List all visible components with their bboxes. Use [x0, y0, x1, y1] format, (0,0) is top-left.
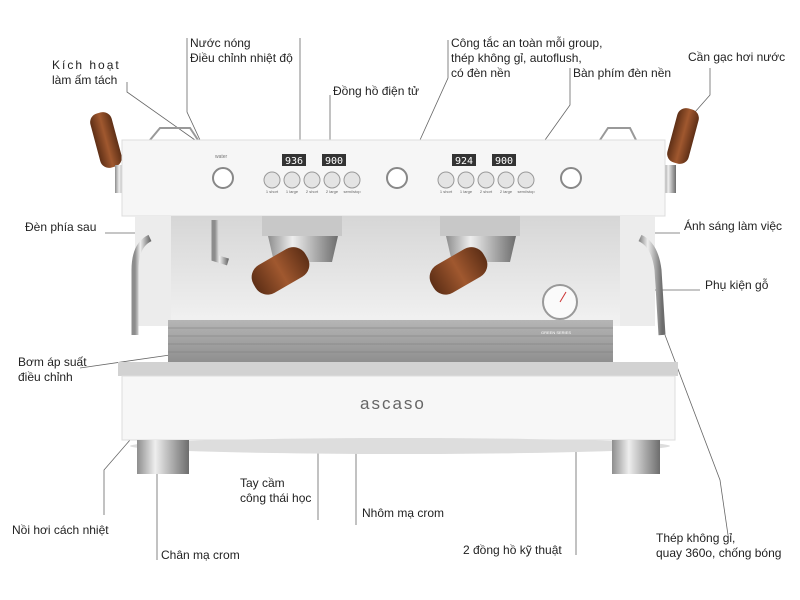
leader-safety-switch [419, 40, 449, 141]
digital-display [452, 154, 476, 166]
keypad-button[interactable] [497, 171, 515, 189]
keypad-button[interactable] [437, 171, 455, 189]
steam-lever-right [664, 108, 699, 193]
leader-hot-water [186, 38, 201, 141]
label-gauges: 2 đồng hồ kỹ thuật [463, 543, 562, 557]
keypad-button[interactable] [283, 171, 301, 189]
display-value: 924 [455, 156, 473, 167]
keypad-button-label: 2 short [305, 189, 319, 194]
right-knob [560, 167, 582, 189]
drip-tray-grille [168, 327, 613, 353]
steam-wand-right [638, 234, 666, 336]
water-label: water [215, 154, 228, 160]
label-chrome-aluminium: Nhôm mạ crom [362, 506, 445, 520]
digital-display [322, 154, 346, 166]
keypad-button-label: semi/stop [517, 189, 535, 194]
keypad-button-label: 1 short [265, 189, 279, 194]
keypad-button[interactable] [457, 171, 475, 189]
hot-water-spout [211, 220, 230, 266]
group-head-left [251, 216, 342, 295]
label-steam-lever: Cần gạc hơi nước [688, 50, 786, 64]
hot-water-knob [212, 167, 234, 189]
chrome-foot-right [612, 440, 660, 474]
steam-lever-left [90, 112, 127, 193]
badge-text: GREEN SERIES [541, 330, 572, 335]
keypad-button-label: semi/stop [343, 189, 361, 194]
display-value: 900 [495, 156, 513, 167]
display-value: 900 [325, 156, 343, 167]
cup-rail [149, 127, 637, 141]
leader-cup-warmer [126, 82, 196, 141]
keypad-button[interactable] [263, 171, 281, 189]
keypad-button[interactable] [343, 171, 361, 189]
label-wood-accessories: Phụ kiện gỗ [705, 278, 769, 292]
keypad-button[interactable] [303, 171, 321, 189]
keypad-button[interactable] [517, 171, 535, 189]
label-backlit-keypad: Bàn phím đèn nền [573, 66, 672, 80]
display-value: 936 [285, 156, 303, 167]
center-knob [386, 167, 408, 189]
displays: 936 900 924 900 [282, 154, 516, 167]
brand-logo: ascaso [360, 394, 426, 413]
leader-steam-wand [664, 334, 729, 536]
group-head-right [429, 216, 520, 295]
keypad-button-label: 1 large [285, 189, 299, 194]
front-panel [121, 375, 676, 441]
label-work-light: Ánh sáng làm việc [684, 219, 783, 233]
label-back-light: Đèn phía sau [25, 220, 97, 234]
keypad-buttons [263, 171, 535, 189]
chrome-foot-left [137, 440, 189, 474]
digital-display [282, 154, 306, 166]
label-chrome-feet: Chân mạ crom [161, 548, 240, 562]
tray-edge [118, 362, 678, 376]
steam-wand-left [131, 234, 152, 335]
keypad-button-label: 1 short [439, 189, 453, 194]
keypad-button-label: 2 large [325, 189, 339, 194]
keypad-button-label: 1 large [459, 189, 473, 194]
label-steam-wand: Thép không gỉ,quay 360o, chống bóng [656, 531, 782, 560]
drip-tray [168, 320, 613, 362]
leader-pump [79, 354, 171, 369]
digital-display [492, 154, 516, 166]
keypad-button[interactable] [477, 171, 495, 189]
leader-lines [79, 38, 729, 560]
label-digital-clock: Đồng hồ điện tử [333, 84, 420, 98]
leader-steam-lever [694, 68, 711, 113]
label-insulated-boiler: Nồi hơi cách nhiệt [12, 523, 109, 537]
keypad-button-label: 2 large [499, 189, 513, 194]
leader-keypad [544, 68, 571, 141]
keypad-button-label: 2 short [479, 189, 493, 194]
keypad-button[interactable] [323, 171, 341, 189]
leader-boiler [103, 439, 131, 515]
label-safety-switch: Công tắc an toàn mỗi group,thép không gỉ… [451, 36, 603, 80]
